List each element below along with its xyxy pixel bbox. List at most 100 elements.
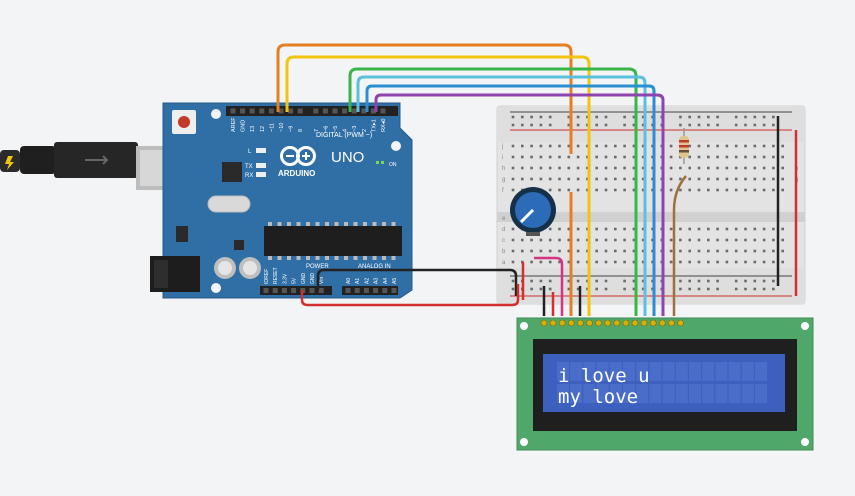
lcd-pin[interactable] (649, 319, 657, 327)
breadboard-hole[interactable] (762, 177, 766, 181)
breadboard-hole[interactable] (614, 166, 617, 170)
rail-hole[interactable] (679, 287, 682, 291)
rail-hole[interactable] (762, 279, 766, 283)
breadboard-hole[interactable] (781, 238, 784, 242)
power-pin-hole[interactable] (263, 288, 269, 293)
breadboard-hole[interactable] (679, 238, 682, 242)
rail-hole[interactable] (567, 115, 571, 119)
breadboard-hole[interactable] (753, 155, 757, 159)
breadboard-hole[interactable] (744, 155, 747, 159)
breadboard-hole[interactable] (716, 144, 719, 148)
rail-hole[interactable] (707, 115, 710, 119)
rail-hole[interactable] (716, 123, 719, 127)
breadboard-hole[interactable] (753, 249, 757, 253)
breadboard-hole[interactable] (688, 144, 691, 148)
lcd-pin[interactable] (549, 319, 557, 327)
rail-hole[interactable] (576, 123, 580, 127)
breadboard-hole[interactable] (614, 144, 617, 148)
analog-pin-hole[interactable] (363, 288, 369, 293)
breadboard-hole[interactable] (753, 238, 757, 242)
analog-pin-hole[interactable] (391, 288, 397, 293)
breadboard-hole[interactable] (716, 227, 719, 231)
breadboard-hole[interactable] (604, 155, 608, 159)
breadboard-hole[interactable] (595, 155, 598, 159)
digital-pin-hole[interactable] (370, 108, 376, 114)
rail-hole[interactable] (688, 115, 691, 119)
breadboard-hole[interactable] (697, 188, 701, 192)
rail-hole[interactable] (734, 279, 738, 283)
breadboard-hole[interactable] (576, 177, 580, 181)
breadboard-hole[interactable] (725, 260, 729, 264)
breadboard-hole[interactable] (734, 249, 738, 253)
breadboard-hole[interactable] (604, 227, 608, 231)
breadboard-hole[interactable] (521, 166, 524, 170)
rail-hole[interactable] (716, 279, 719, 283)
breadboard-hole[interactable] (725, 144, 729, 148)
breadboard-hole[interactable] (772, 227, 775, 231)
breadboard-hole[interactable] (753, 144, 757, 148)
rail-hole[interactable] (539, 287, 543, 291)
breadboard-hole[interactable] (623, 144, 626, 148)
breadboard-hole[interactable] (558, 249, 561, 253)
digital-pin-hole[interactable] (342, 108, 348, 114)
breadboard-hole[interactable] (772, 144, 775, 148)
breadboard-hole[interactable] (688, 188, 691, 192)
rail-hole[interactable] (679, 123, 682, 127)
breadboard-hole[interactable] (539, 177, 543, 181)
breadboard-hole[interactable] (669, 260, 673, 264)
breadboard-hole[interactable] (641, 260, 645, 264)
breadboard-hole[interactable] (558, 188, 561, 192)
rail-hole[interactable] (595, 123, 598, 127)
breadboard-hole[interactable] (781, 166, 784, 170)
rail-hole[interactable] (707, 287, 710, 291)
rail-hole[interactable] (623, 115, 626, 119)
breadboard-hole[interactable] (623, 227, 626, 231)
breadboard-hole[interactable] (716, 188, 719, 192)
breadboard-hole[interactable] (762, 238, 766, 242)
breadboard-hole[interactable] (641, 155, 645, 159)
breadboard-hole[interactable] (576, 188, 580, 192)
breadboard-hole[interactable] (688, 227, 691, 231)
analog-pin-hole[interactable] (373, 288, 379, 293)
breadboard-hole[interactable] (688, 260, 691, 264)
lcd-pin[interactable] (677, 319, 684, 327)
analog-pin-hole[interactable] (345, 288, 351, 293)
lcd-pin[interactable] (604, 319, 612, 327)
breadboard-hole[interactable] (511, 238, 515, 242)
breadboard-hole[interactable] (772, 155, 775, 159)
breadboard-hole[interactable] (576, 155, 580, 159)
rail-hole[interactable] (623, 123, 626, 127)
rail-hole[interactable] (632, 287, 636, 291)
resistor-icon[interactable] (679, 128, 689, 164)
potentiometer-icon[interactable] (510, 187, 556, 236)
rail-hole[interactable] (688, 287, 691, 291)
rail-hole[interactable] (511, 115, 515, 119)
rail-hole[interactable] (744, 287, 747, 291)
rail-hole[interactable] (548, 279, 552, 283)
breadboard-hole[interactable] (632, 177, 636, 181)
breadboard-hole[interactable] (632, 260, 636, 264)
lcd-pin[interactable] (631, 319, 639, 327)
rail-hole[interactable] (716, 287, 719, 291)
breadboard-hole[interactable] (669, 249, 673, 253)
lcd-pin[interactable] (558, 319, 566, 327)
rail-hole[interactable] (707, 279, 710, 283)
breadboard-hole[interactable] (614, 260, 617, 264)
breadboard-hole[interactable] (604, 238, 608, 242)
breadboard-hole[interactable] (707, 144, 710, 148)
rail-hole[interactable] (679, 115, 682, 119)
rail-hole[interactable] (688, 279, 691, 283)
breadboard-hole[interactable] (623, 166, 626, 170)
digital-pin-hole[interactable] (322, 108, 328, 114)
rail-hole[interactable] (697, 287, 701, 291)
breadboard-hole[interactable] (734, 238, 738, 242)
breadboard-hole[interactable] (744, 177, 747, 181)
breadboard-hole[interactable] (641, 227, 645, 231)
breadboard-hole[interactable] (586, 166, 589, 170)
breadboard-hole[interactable] (697, 238, 701, 242)
rail-hole[interactable] (641, 287, 645, 291)
breadboard-hole[interactable] (679, 188, 682, 192)
breadboard-hole[interactable] (716, 166, 719, 170)
breadboard-hole[interactable] (604, 260, 608, 264)
rail-hole[interactable] (576, 279, 580, 283)
